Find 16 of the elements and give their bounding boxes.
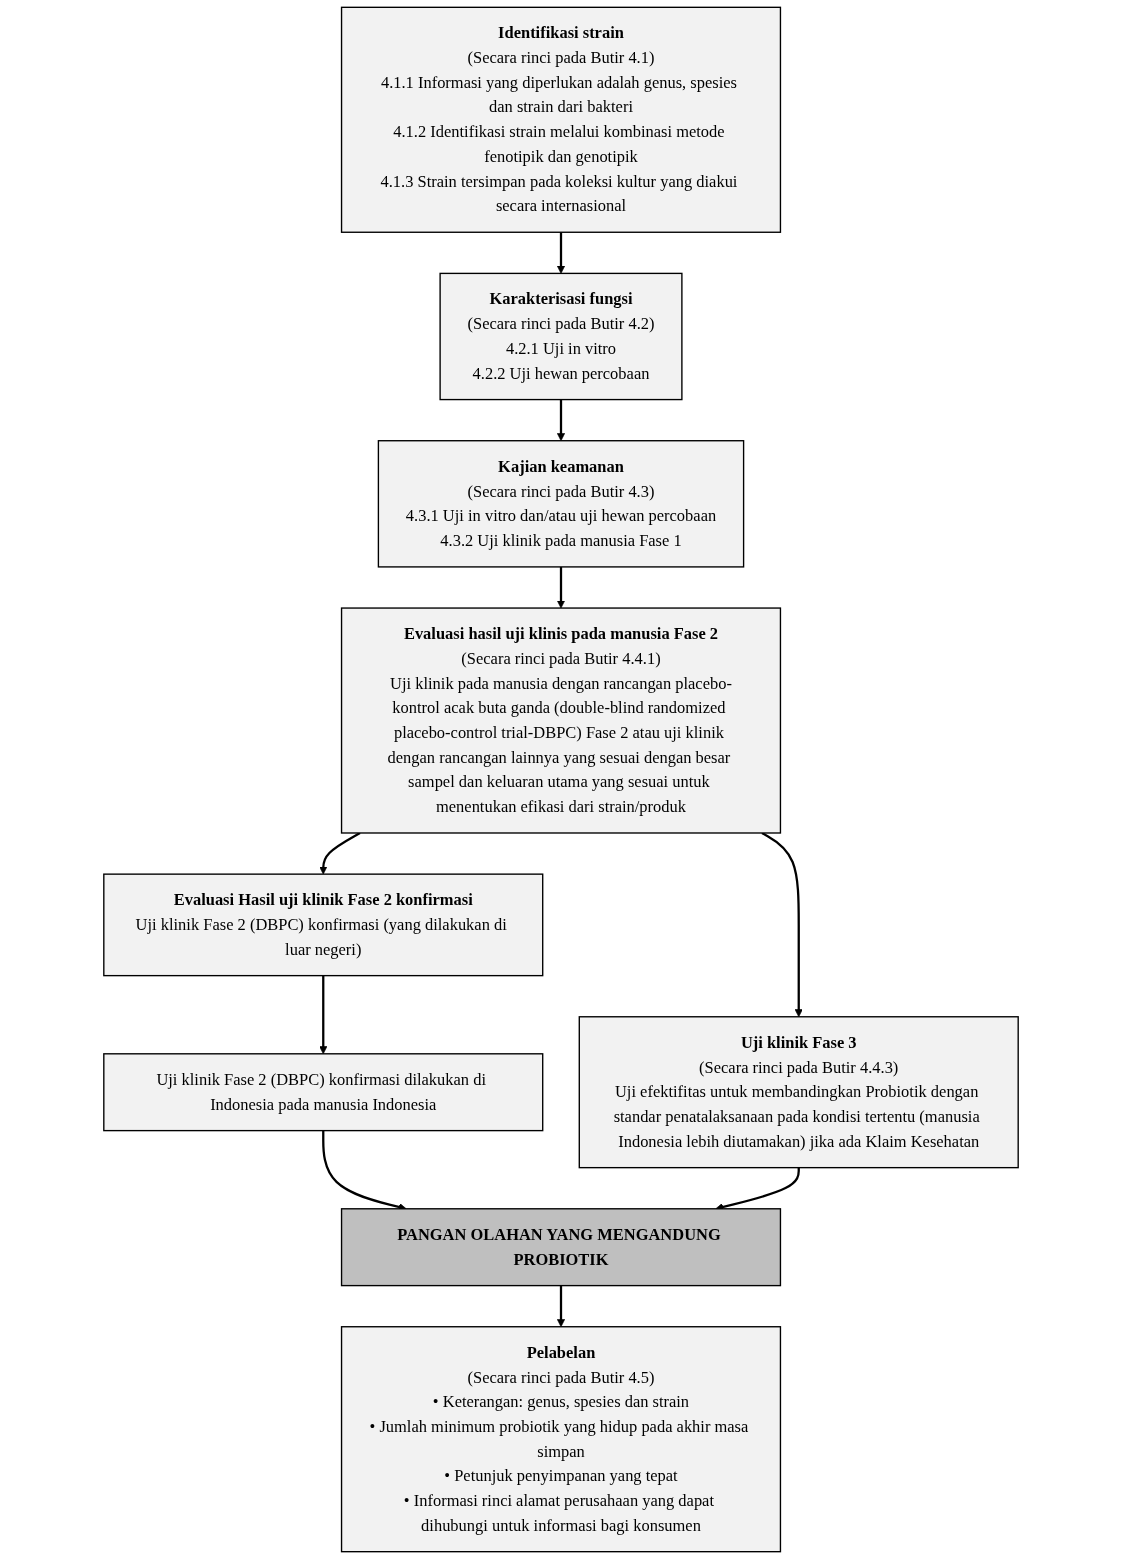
node-box: Pelabelan (Secara rinci pada Butir 4.5) • Keterangan: genus, spesies dan strain • Jumlah minimum probiotik yang hidup pada akhir masa simpan • Petunjuk penyimpanan yang tepat • Informasi rinci alamat perusahaan yang dapat dihubungi untuk informasi bagi konsumen — [340, 1326, 781, 1553]
node-box: Karakterisasi fungsi (Secara rinci pada Butir 4.2) 4.2.1 Uji in vitro 4.2.2 Uji hewan percobaan — [438, 272, 683, 401]
node-box: Evaluasi hasil uji klinis pada manusia Fase 2 (Secara rinci pada Butir 4.4.1) Uji klinik pada manusia dengan rancangan placebo-kontrol acak buta ganda (double-blind randomized placebo-control trial-DBPC) Fase 2 atau uji klinik dengan rancangan lainnya yang sesuai dengan besar sampel dan keluaran utama yang sesuai untuk menentukan efikasi dari strain/produk — [340, 607, 781, 834]
arrow — [556, 399, 565, 442]
node-box: Identifikasi strain (Secara rinci pada Butir 4.1) 4.1.1 Informasi yang diperlukan adalah genus, spesies dan strain dari bakteri 4.1.2 Identifikasi strain melalui kombinasi metode fenotipik dan genotipik 4.1.3 Strain tersimpan pada koleksi kultur yang diakui secara internasional — [340, 6, 781, 233]
node-box: Uji klinik Fase 3 (Secara rinci pada Butir 4.4.3) Uji efektifitas untuk membandingkan Probiotik dengan standar penatalaksanaan pada kondisi tertentu (manusia Indonesia lebih diutamakan) jika ada Klaim Kesehatan — [578, 1016, 1019, 1169]
arrow — [556, 232, 565, 274]
node-box: Kajian keamanan (Secara rinci pada Butir 4.3) 4.3.1 Uji in vitro dan/atau uji hewan percobaan 4.3.2 Uji klinik pada manusia Fase 1 — [377, 440, 744, 568]
arrow — [556, 1285, 565, 1328]
node-box: Evaluasi Hasil uji klinik Fase 2 konfirmasi Uji klinik Fase 2 (DBPC) konfirmasi (yang dilakukan di luar negeri) — [102, 873, 543, 977]
arrow — [556, 566, 565, 609]
arrow — [318, 975, 327, 1055]
arrow — [760, 832, 803, 1018]
node-box: PANGAN OLAHAN YANG MENGANDUNG PROBIOTIK — [340, 1208, 781, 1287]
arrow — [318, 832, 361, 875]
node-box: Uji klinik Fase 2 (DBPC) konfirmasi dilakukan di Indonesia pada manusia Indonesia — [102, 1053, 543, 1132]
